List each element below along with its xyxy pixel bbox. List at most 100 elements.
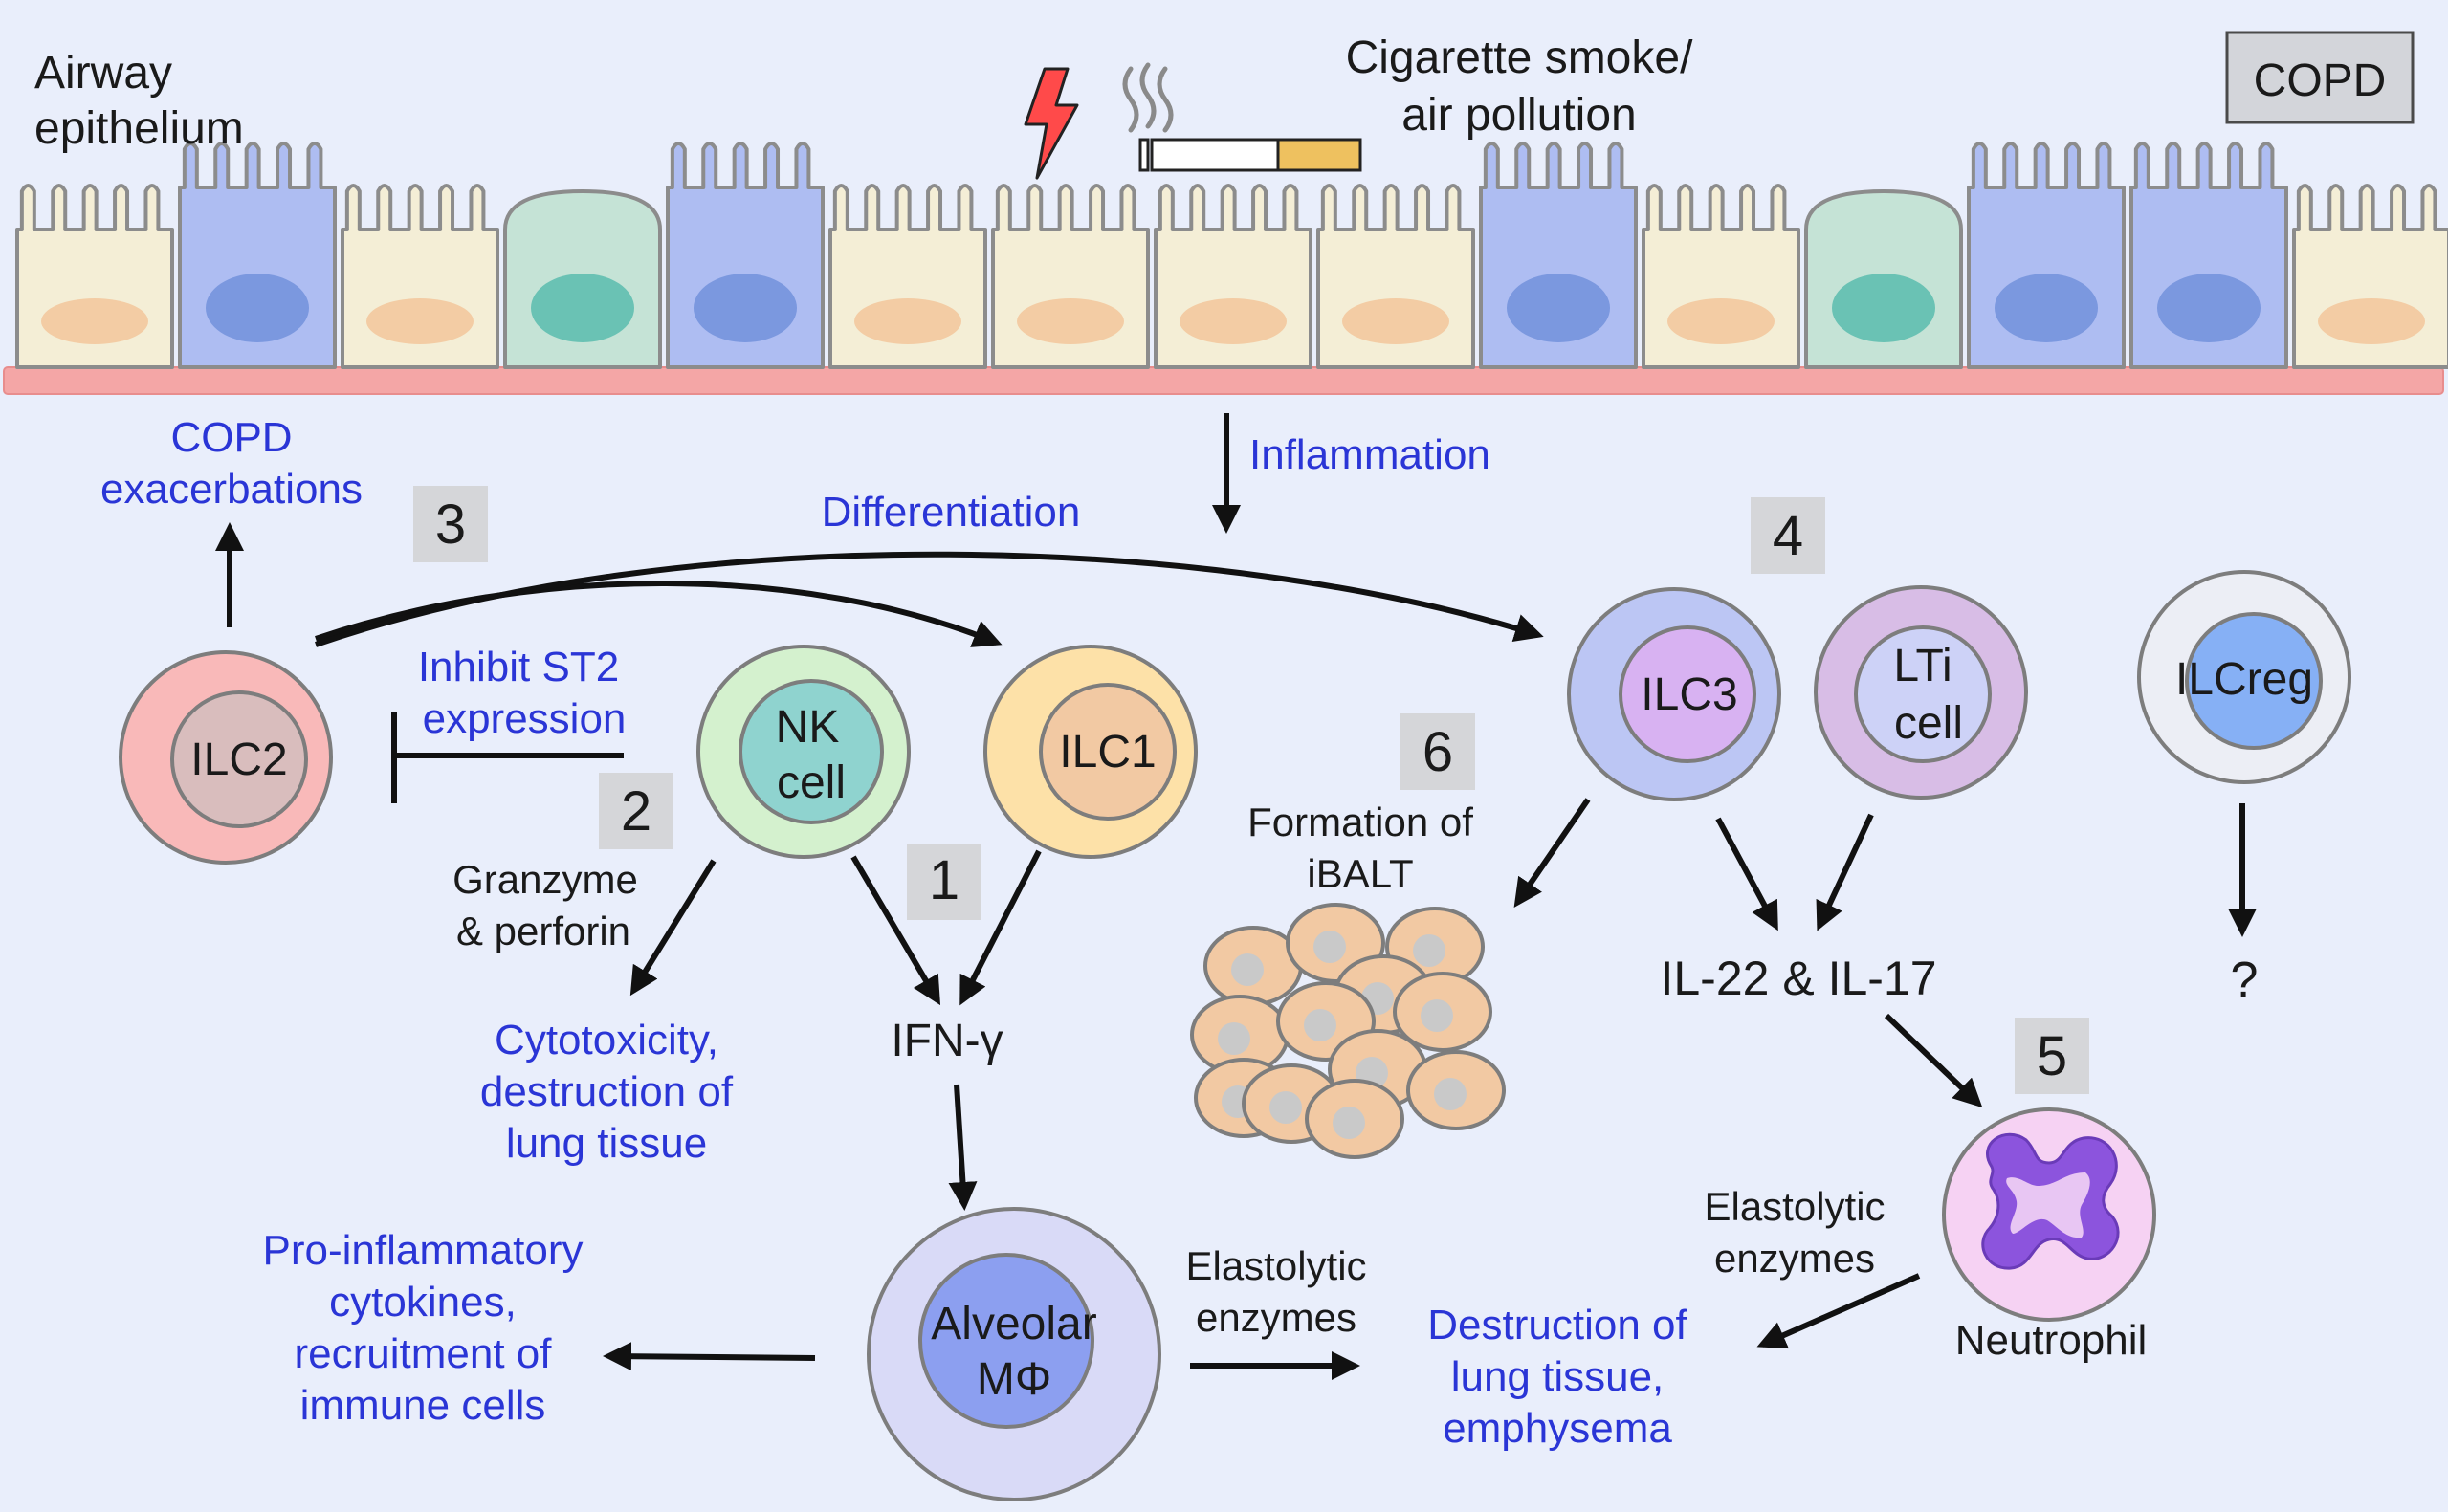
step-2-label: 2 [621, 780, 651, 843]
copd-exacerbations-line1: COPD [170, 414, 292, 461]
cytotoxicity-line2: destruction of [480, 1068, 734, 1115]
ibalt-lymphocyte [1190, 995, 1290, 1075]
copd-badge: COPD [2225, 31, 2415, 124]
ilc3-il22-arrow [1715, 817, 1778, 931]
epithelial-cell [503, 189, 662, 369]
proinflammatory-line3: recruitment of [295, 1330, 553, 1377]
destruction-line2: lung tissue, [1451, 1353, 1665, 1400]
epithelial-cell [341, 184, 499, 369]
airway-label-line1: Airway [34, 48, 172, 99]
step-1-label: 1 [929, 849, 959, 911]
unknown-outcome-label: ? [2231, 953, 2259, 1008]
basement-membrane [3, 366, 2444, 395]
epithelial-cell [1642, 184, 1800, 369]
copd-badge-text: COPD [2254, 55, 2387, 106]
epithelial-cell [1154, 184, 1312, 369]
step-6-label: 6 [1422, 721, 1453, 783]
granzyme-line1: Granzyme [452, 857, 638, 902]
ifng-label: IFN-γ [891, 1016, 1003, 1066]
granzyme-arrow [629, 859, 717, 997]
epithelial-cell [666, 142, 825, 369]
epithelial-cell [991, 184, 1150, 369]
proinflammatory-line4: immune cells [300, 1382, 546, 1429]
inflammation-label: Inflammation [1249, 431, 1490, 478]
step-5-label: 5 [2037, 1025, 2067, 1087]
ilc3-label: ILC3 [1641, 669, 1737, 720]
destruction-line1: Destruction of [1427, 1302, 1687, 1348]
elastolytic-right-line2: enzymes [1714, 1236, 1875, 1281]
epithelial-cell [2292, 184, 2448, 369]
il22-neutrophil-arrow [1884, 1013, 1983, 1108]
cytotoxicity-line3: lung tissue [506, 1120, 707, 1167]
differentiation-arrow-ilc1 [315, 581, 1003, 647]
ibalt-lymphocyte [1393, 972, 1492, 1052]
ifng-macrophage-arrow [948, 1084, 978, 1211]
smoke-label-line1: Cigarette smoke/ [1346, 33, 1693, 83]
epithelial-cell [1804, 189, 1963, 369]
elastolytic-left-line1: Elastolytic [1185, 1243, 1366, 1288]
step-4-label: 4 [1773, 505, 1803, 567]
elastolytic-right-arrow [1756, 1273, 1921, 1349]
differentiation-label: Differentiation [822, 489, 1081, 536]
lightning-icon [1024, 67, 1079, 180]
elastolytic-left-line2: enzymes [1196, 1295, 1356, 1340]
smoke-icon [1122, 62, 1174, 133]
step-box-1: 1 [907, 844, 981, 920]
airway-label-line2: epithelium [34, 103, 244, 154]
ilcreg-label: ILCreg [2175, 654, 2313, 705]
nk-label-line1: NK [776, 702, 840, 753]
step-box-4: 4 [1751, 497, 1825, 574]
step-3-label: 3 [435, 493, 466, 556]
step-box-6: 6 [1400, 713, 1475, 790]
nk-ifng-arrow [850, 855, 941, 1006]
ilc2-label: ILC2 [190, 734, 287, 785]
ilc1-label: ILC1 [1059, 727, 1156, 778]
lti-il22-arrow [1816, 813, 1874, 931]
ibalt-label-line1: Formation of [1247, 800, 1473, 844]
smoke-label-line2: air pollution [1401, 90, 1636, 141]
ilc3-cell: ILC3 [1567, 587, 1781, 801]
proinflammatory-arrow [603, 1342, 816, 1371]
elastolytic-right-line1: Elastolytic [1704, 1184, 1885, 1229]
neutrophil-cell [1942, 1107, 2156, 1322]
epithelial-cell [1967, 142, 2126, 369]
step-box-2: 2 [599, 773, 673, 849]
cigarette-icon [1138, 138, 1362, 172]
proinflammatory-line2: cytokines, [329, 1279, 517, 1326]
differentiation-arrow-ilc3 [315, 551, 1544, 647]
granzyme-line2: & perforin [456, 909, 630, 953]
epithelial-cell [2129, 142, 2288, 369]
proinflammatory-line1: Pro-inflammatory [263, 1227, 584, 1274]
ibalt-lymphocyte [1406, 1050, 1506, 1130]
nk-label-line2: cell [777, 757, 846, 808]
inhibit-st2-line2: expression [423, 695, 627, 742]
ilc2-cell: ILC2 [119, 650, 333, 865]
arrows [215, 413, 2257, 1380]
cytotoxicity-line1: Cytotoxicity, [495, 1017, 718, 1063]
epithelial-cell [1479, 142, 1638, 369]
ilc1-cell: ILC1 [983, 645, 1198, 859]
neutrophil-label: Neutrophil [1955, 1317, 2148, 1364]
destruction-line3: emphysema [1443, 1405, 1672, 1452]
ibalt-label-line2: iBALT [1307, 851, 1413, 896]
epithelial-cell [828, 184, 987, 369]
ibalt-cluster [1190, 903, 1506, 1159]
alveolar-macrophage: Alveolar MΦ [867, 1207, 1161, 1501]
ilcreg-cell: ILCreg [2137, 570, 2351, 784]
epithelial-cell [1316, 184, 1475, 369]
il22-il17-label: IL-22 & IL-17 [1660, 952, 1936, 1005]
epithelial-cell [15, 184, 174, 369]
epithelial-cell [178, 142, 337, 369]
macrophage-label-line2: MΦ [977, 1354, 1051, 1405]
step-box-5: 5 [2015, 1018, 2089, 1094]
airway-epithelium [3, 142, 2448, 395]
copd-exacerbations-line2: exacerbations [100, 466, 363, 513]
lti-label-line1: LTi [1893, 641, 1952, 691]
ilc3-ibalt-arrow [1513, 798, 1591, 908]
lti-label-line2: cell [1894, 698, 1963, 749]
epithelial-cells [15, 142, 2448, 369]
nk-cell: NK cell [696, 645, 911, 859]
lti-cell: LTi cell [1814, 585, 2028, 800]
